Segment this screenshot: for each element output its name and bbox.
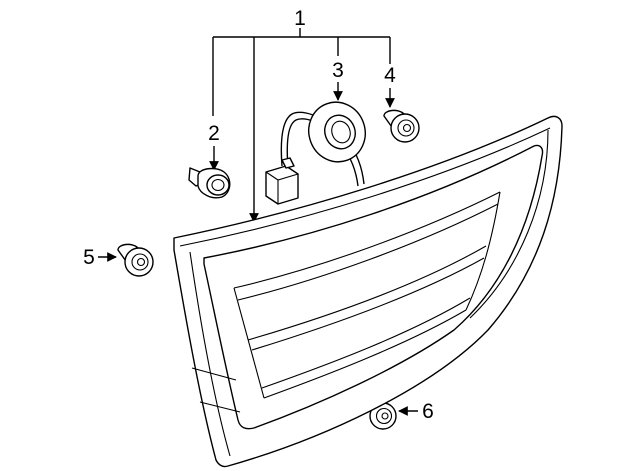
callout-3-label: 3 [332, 59, 344, 82]
grommet-part-5 [117, 243, 154, 277]
callout-6-label: 6 [422, 400, 434, 423]
clip-part-2 [188, 167, 231, 199]
grommet-part-4 [383, 109, 420, 143]
callout-1-label: 1 [294, 7, 306, 30]
callout-4-label: 4 [384, 64, 396, 87]
tail-lamp-assembly [173, 115, 563, 468]
callout-1-bracket [212, 28, 391, 223]
callout-5-label: 5 [83, 246, 95, 269]
callout-2-label: 2 [208, 122, 220, 145]
socket-part-3 [265, 101, 366, 205]
